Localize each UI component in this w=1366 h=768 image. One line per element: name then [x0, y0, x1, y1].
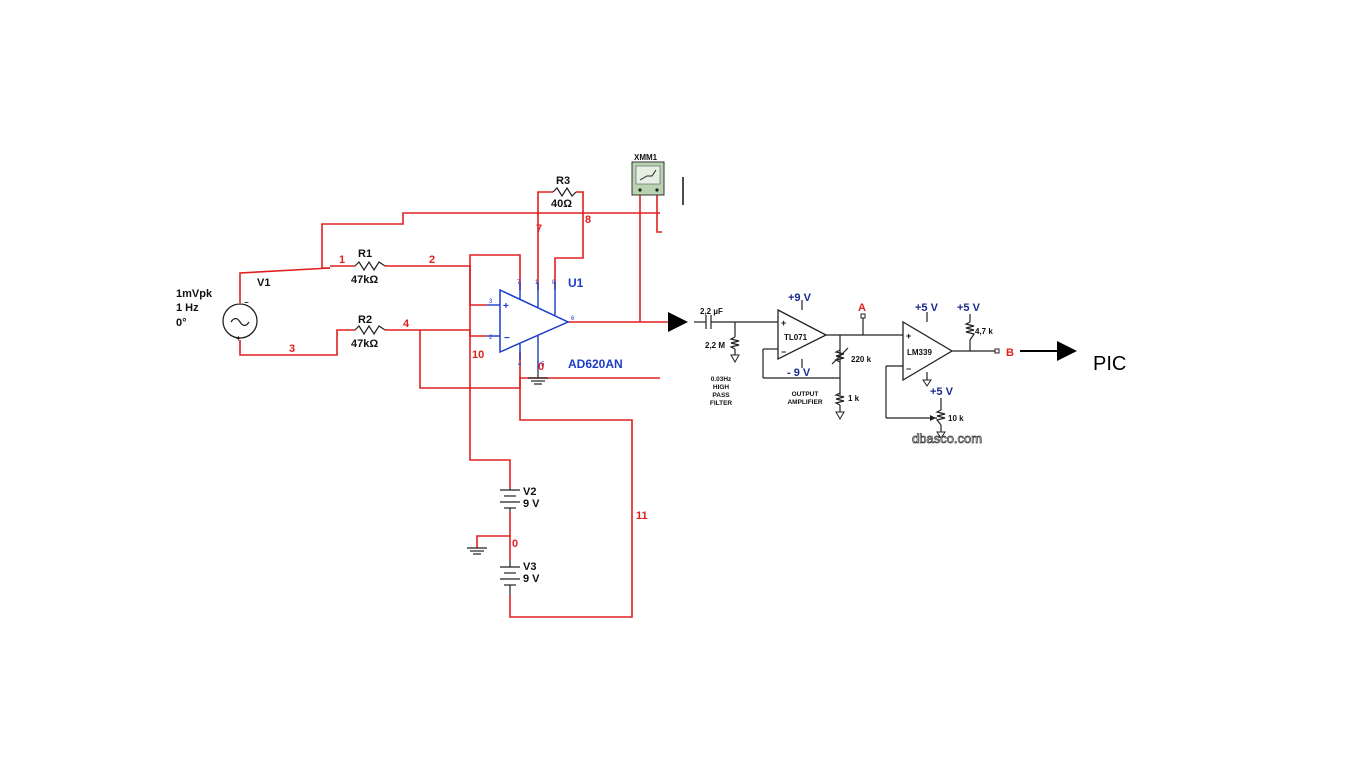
amp1-label-line1: OUTPUT — [792, 391, 819, 398]
v1-frequency: 1 Hz — [176, 302, 199, 314]
v1-phase: 0° — [176, 317, 187, 329]
resistor-1k[interactable] — [834, 392, 845, 421]
r1-name: R1 — [358, 248, 372, 260]
left-circuit-wires — [239, 191, 670, 618]
net-8: 8 — [585, 214, 591, 226]
resistor-r3[interactable] — [552, 186, 577, 198]
u1-name: U1 — [568, 276, 584, 290]
u1-part: AD620AN — [568, 357, 623, 371]
pic-label: PIC — [1093, 353, 1126, 375]
pin-2: 2 — [489, 335, 493, 341]
amp1-label-line2: AMPLIFIER — [787, 399, 822, 406]
lm339-part: LM339 — [907, 348, 932, 357]
net-7: 7 — [536, 223, 542, 235]
v3-name: V3 — [523, 561, 536, 573]
pin-1: 1 — [535, 280, 539, 286]
ref-supply: +5 V — [930, 386, 954, 398]
v2-name: V2 — [523, 486, 536, 498]
svg-text:+: + — [781, 318, 786, 328]
pullup-supply: +5 V — [957, 302, 981, 314]
svg-text:−: − — [244, 298, 249, 307]
xmm1-label: XMM1 — [634, 153, 658, 162]
net-0-supply: 0 — [512, 538, 518, 550]
svg-text:+: + — [906, 331, 911, 341]
resistor-1k-value: 1 k — [848, 394, 860, 403]
pin-7: 7 — [517, 280, 521, 286]
v3-value: 9 V — [523, 573, 540, 585]
svg-text:−: − — [906, 364, 911, 374]
resistor-r1[interactable] — [354, 260, 386, 272]
r3-name: R3 — [556, 175, 570, 187]
lm339-vpos: +5 V — [915, 302, 939, 314]
v1-label: V1 — [257, 277, 270, 289]
node-b-terminal[interactable] — [994, 348, 1000, 354]
r3-value: 40Ω — [551, 198, 572, 210]
svg-text:+: + — [503, 301, 509, 312]
filter-label-line3: PASS — [712, 392, 730, 399]
filter-label-line2: HIGH — [713, 384, 730, 391]
opamp-tl071[interactable]: + − — [777, 308, 828, 361]
resistor-220k[interactable] — [831, 347, 849, 365]
r1-value: 47kΩ — [351, 274, 378, 286]
right-circuit-wires — [694, 300, 995, 432]
pin-4: 4 — [518, 362, 522, 368]
r2-value: 47kΩ — [351, 338, 378, 350]
svg-text:−: − — [781, 347, 786, 357]
pot-value: 10 k — [948, 414, 964, 423]
battery-v2[interactable] — [500, 488, 520, 512]
comparator-lm339[interactable]: + − — [902, 320, 954, 387]
net-3: 3 — [289, 343, 295, 355]
hp-resistor-value: 2,2 M — [705, 341, 725, 350]
tl071-part: TL071 — [784, 333, 808, 342]
left-labels: 1mVpk 1 Hz 0° V1 R1 47kΩ R2 47kΩ R3 40Ω … — [176, 153, 658, 585]
filter-label-line1: 0.03Hz — [711, 376, 732, 383]
svg-text:−: − — [504, 333, 510, 344]
right-labels: 2,2 µF 2,2 M 0.03Hz HIGH PASS FILTER +9 … — [700, 292, 1126, 446]
ac-source-v1[interactable]: − + — [222, 298, 258, 343]
node-a-label: A — [858, 302, 866, 314]
pin-6: 6 — [571, 316, 575, 322]
v1-amplitude: 1mVpk — [176, 288, 213, 300]
node-b-label: B — [1006, 347, 1014, 359]
tl071-vneg: - 9 V — [787, 367, 811, 379]
pin-3: 3 — [489, 299, 493, 305]
resistor-220k-value: 220 k — [851, 355, 872, 364]
net-1: 1 — [339, 254, 345, 266]
svg-text:+: + — [236, 334, 241, 343]
resistor-2m2[interactable] — [729, 336, 740, 364]
net-2: 2 — [429, 254, 435, 266]
node-a-terminal[interactable] — [860, 313, 866, 319]
filter-label-line4: FILTER — [710, 400, 733, 407]
pin-5: 5 — [541, 362, 545, 368]
capacitor-hp[interactable] — [705, 315, 712, 329]
capacitor-value: 2,2 µF — [700, 307, 723, 316]
net-11: 11 — [636, 510, 648, 522]
resistor-r2[interactable] — [354, 324, 386, 336]
ground-u1 — [528, 370, 548, 385]
watermark: dbasco.com — [912, 431, 982, 446]
v2-value: 9 V — [523, 498, 540, 510]
pin-8: 8 — [552, 280, 556, 286]
r2-name: R2 — [358, 314, 372, 326]
resistor-4k7[interactable] — [964, 321, 975, 341]
potentiometer-10k[interactable] — [930, 409, 946, 439]
ground-supply — [467, 547, 487, 555]
tl071-vpos: +9 V — [788, 292, 812, 304]
net-0-amp: 0 — [538, 361, 544, 373]
multimeter-xmm1[interactable] — [631, 161, 665, 196]
net-4: 4 — [403, 318, 410, 330]
pullup-value: 4,7 k — [975, 327, 993, 336]
battery-v3[interactable] — [500, 560, 520, 595]
amplifier-u1[interactable]: + − — [487, 282, 570, 370]
net-10: 10 — [472, 349, 484, 361]
